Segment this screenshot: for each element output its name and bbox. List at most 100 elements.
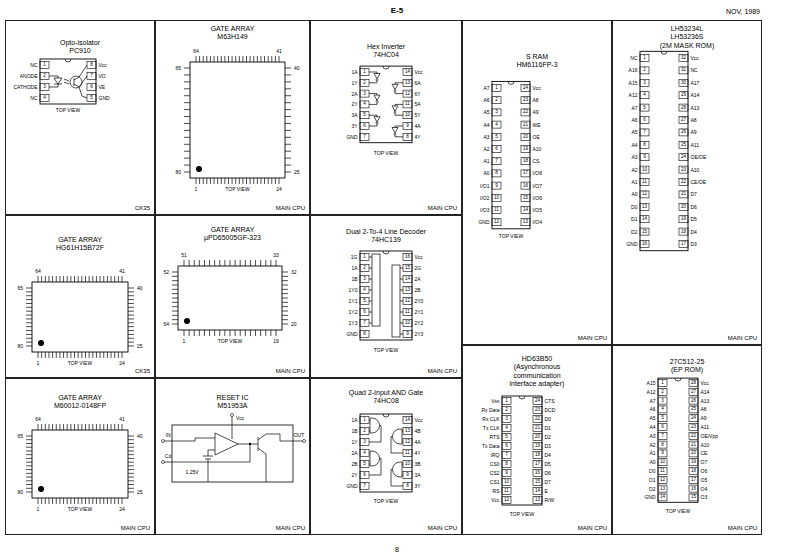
- pin-name: A9: [701, 416, 707, 421]
- wire: [164, 462, 172, 463]
- dip-notch: [675, 378, 681, 381]
- board-name: MAIN CPU: [578, 525, 607, 532]
- pin-box: [492, 85, 501, 92]
- pin-name: A2: [483, 147, 489, 152]
- pin-number: 7: [90, 74, 93, 79]
- pin-number: 27: [681, 118, 686, 123]
- wire: [293, 441, 303, 442]
- pin-name: NC: [30, 63, 37, 68]
- qfp-lead: [285, 158, 291, 159]
- pin-number: 40: [294, 66, 300, 71]
- part-title: LH53234L: [613, 25, 761, 33]
- qfp-lead: [282, 319, 288, 320]
- pin-box: [502, 479, 511, 486]
- pin-name: 3Y: [351, 124, 357, 129]
- qfp-lead: [219, 260, 220, 266]
- inverter-symbol: [374, 117, 380, 122]
- inverter-bubble: [394, 90, 396, 92]
- pin-name: D3: [691, 242, 697, 247]
- pin-box: [689, 415, 698, 422]
- pin-name: A12: [647, 389, 656, 394]
- qfp-lead: [26, 436, 32, 437]
- qfp-lead: [265, 260, 266, 266]
- qfp-lead: [184, 165, 190, 166]
- qfp-lead: [114, 424, 115, 430]
- pin-number: 40: [137, 434, 143, 439]
- qfp-lead: [128, 318, 134, 319]
- pin-name: CATHODE: [13, 85, 37, 90]
- pin-box: [360, 439, 369, 446]
- pin-number: 18: [535, 453, 540, 458]
- pin-number: 14: [523, 208, 528, 213]
- dip-notch: [508, 81, 514, 84]
- title-block: GATE ARRAYHG61H15B72F: [6, 236, 154, 253]
- qfp-lead: [128, 303, 134, 304]
- pin-number: 5: [363, 299, 366, 304]
- pin-name: A6: [631, 118, 637, 123]
- pin-box: [492, 121, 501, 128]
- pin-number: 32: [681, 56, 686, 61]
- pin-box: [640, 92, 649, 99]
- pin-box: [360, 265, 369, 272]
- pin-number: 1: [495, 86, 498, 91]
- pin-number: 13: [405, 81, 410, 86]
- pin-number: 3: [505, 417, 508, 422]
- pin-box: [679, 154, 688, 161]
- pin-box: [689, 459, 698, 466]
- pin-name: NC: [630, 56, 637, 61]
- pin-name: Rx CLK: [482, 417, 499, 422]
- and-gate-symbol: [370, 418, 380, 433]
- pin-box: [679, 92, 688, 99]
- pin-name: 5A: [415, 102, 421, 107]
- ic-panel: GATE ARRAYHG61H15B72FCK35: [5, 215, 155, 378]
- qfp-lead: [194, 260, 195, 266]
- part-title: HD63B50: [463, 355, 611, 363]
- qfp-lead: [122, 498, 123, 504]
- qfp-lead: [268, 56, 269, 62]
- pin-name: A1: [649, 451, 655, 456]
- qfp-lead: [128, 291, 134, 292]
- pin-number: 10: [504, 480, 509, 485]
- qfp-lead: [245, 330, 246, 336]
- qfp-lead: [128, 488, 134, 489]
- qfp-lead: [70, 424, 71, 430]
- qfp-lead: [285, 130, 291, 131]
- pin-box: [679, 141, 688, 148]
- pin-name: A1: [483, 159, 489, 164]
- phototransistor-symbol: [70, 76, 82, 88]
- pin-name: A14: [691, 93, 700, 98]
- title-block: GATE ARRAYM60012-0148FP: [6, 394, 154, 411]
- pin-name: 2Y: [351, 473, 357, 478]
- pin-number: 1: [661, 381, 664, 386]
- pin-box: [658, 468, 667, 475]
- pin-number: 27: [691, 390, 696, 395]
- qfp-lead: [128, 295, 134, 296]
- qfp-lead: [189, 330, 190, 336]
- pin-box: [492, 97, 501, 104]
- decoder-block: [372, 254, 380, 326]
- qfp-lead: [52, 352, 53, 358]
- qfp-lead: [128, 326, 134, 327]
- pin-name: A17: [691, 80, 700, 85]
- pin-name: GND: [346, 332, 357, 337]
- qfp-lead: [48, 352, 49, 358]
- pin-box: [502, 497, 511, 504]
- qfp-lead: [184, 88, 190, 89]
- pin-number: 11: [405, 310, 410, 315]
- pin-box: [360, 331, 369, 338]
- inverter-bubble: [376, 79, 378, 81]
- pin-name: Vss: [491, 399, 499, 404]
- part-title: 74HC04: [311, 51, 461, 59]
- pin-number: 80: [175, 170, 181, 175]
- signal-label: Cd: [165, 454, 171, 459]
- qfp-lead: [184, 172, 190, 173]
- pin-name: A6: [483, 98, 489, 103]
- pin-number: 8: [406, 484, 409, 489]
- qfp-lead: [26, 492, 32, 493]
- pin-number: 14: [642, 217, 647, 222]
- qfp-lead: [52, 276, 53, 282]
- qfp-lead: [81, 424, 82, 430]
- pin-box: [658, 485, 667, 492]
- pin-name: CS2: [490, 471, 500, 476]
- qfp-lead: [63, 424, 64, 430]
